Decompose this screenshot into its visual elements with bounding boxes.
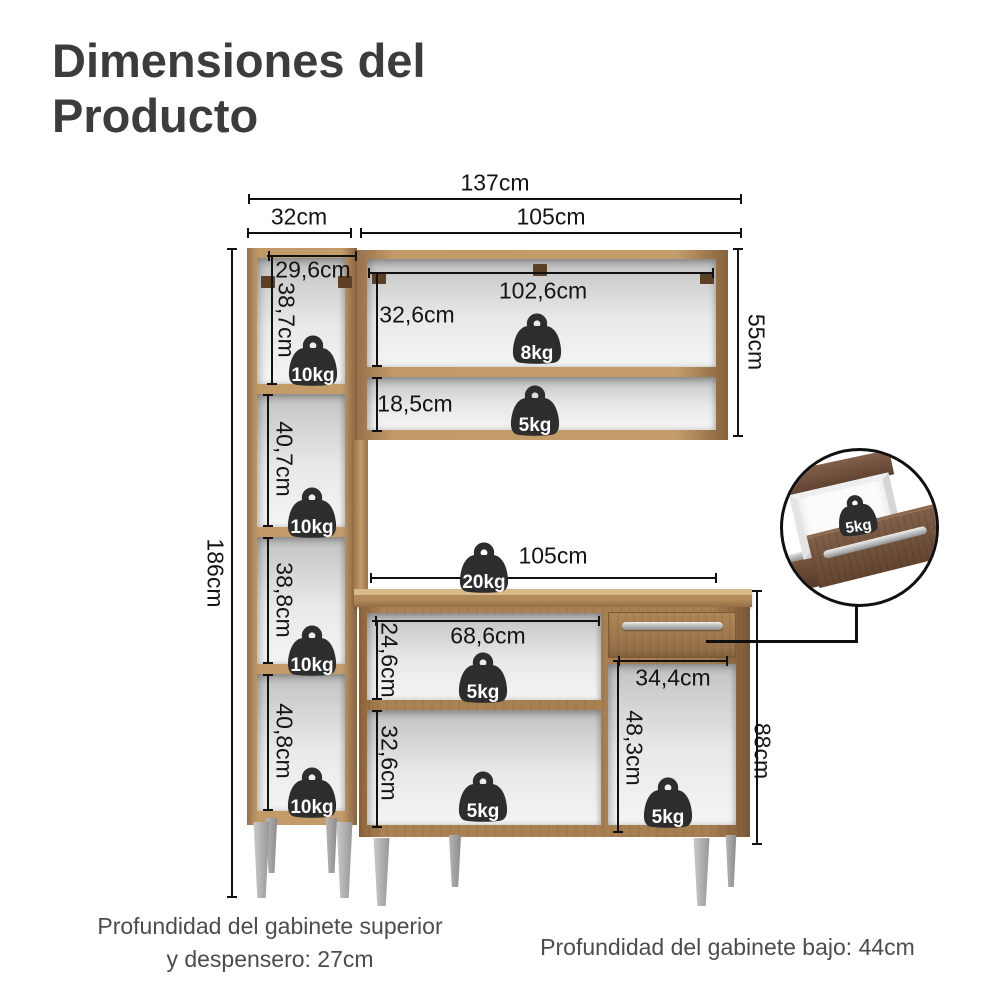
countertop — [354, 589, 752, 607]
dim-line-upper-width — [360, 228, 742, 238]
kettlebell-weight-icon — [287, 487, 337, 538]
cabinet-leg — [693, 838, 710, 906]
caption-upper-depth: Profundidad del gabinete superior y desp… — [97, 913, 443, 973]
inset-connector-line — [855, 598, 858, 643]
dim-line-upper-bottom-shelf — [372, 377, 382, 432]
weight-badge-pantry-3: 10kg — [283, 624, 341, 681]
cabinet-leg — [265, 818, 278, 873]
dim-line-upper-top-shelf — [372, 272, 382, 367]
hutch-side-panel — [352, 440, 368, 592]
dim-line-base-width — [370, 573, 717, 583]
weight-badge-upper-cabinet: 8kg — [508, 312, 566, 369]
kettlebell-weight-icon — [459, 542, 509, 593]
kettlebell-weight-icon — [510, 385, 560, 436]
hinge-mount-icon — [372, 272, 386, 284]
dim-label-pantry-inner-width: 29,6cm — [275, 256, 351, 283]
dim-line-drawer-bay-height — [613, 660, 623, 833]
dim-line-pantry-width — [247, 228, 352, 238]
dim-label-upper-top-shelf: 32,6cm — [379, 301, 455, 328]
drawer-front — [608, 612, 736, 658]
page-title: Dimensiones del Producto — [52, 34, 426, 142]
hinge-mount-icon — [533, 264, 547, 276]
drawer-handle — [622, 622, 723, 630]
cabinet-leg — [725, 835, 737, 887]
dim-line-upper-height — [733, 248, 743, 437]
weight-badge-base-shelf: 5kg — [454, 651, 512, 708]
dim-line-drawer-bay-width — [618, 656, 728, 666]
weight-badge-drawer-inset: 5kg — [831, 490, 884, 542]
dim-label-total-height: 186cm — [202, 538, 229, 608]
dim-label-base-bottom-shelf: 32,6cm — [376, 725, 403, 801]
dim-line-base-top-shelf — [372, 620, 382, 700]
hinge-mount-icon — [700, 272, 714, 284]
weight-badge-upper-shelf: 5kg — [506, 384, 564, 441]
weight-badge-pantry-2: 10kg — [283, 486, 341, 543]
cabinet-leg — [253, 822, 270, 898]
dim-label-drawer-bay-width: 34,4cm — [635, 664, 711, 691]
dim-label-upper-bottom-shelf: 18,5cm — [377, 390, 453, 417]
dim-label-upper-width: 105cm — [516, 203, 586, 230]
dim-label-pantry-width: 32cm — [270, 203, 328, 230]
dim-label-base-inner-width: 68,6cm — [450, 622, 526, 649]
base-cabinet — [359, 607, 750, 837]
dim-label-upper-inner-width: 102,6cm — [498, 277, 588, 304]
kettlebell-weight-icon — [287, 625, 337, 676]
weight-badge-countertop: 20kg — [455, 541, 513, 598]
dim-line-upper-inner-width — [368, 268, 714, 278]
cabinet-leg — [325, 818, 338, 873]
kettlebell-weight-icon — [288, 335, 338, 386]
cabinet-leg — [373, 838, 390, 906]
kettlebell-weight-icon — [839, 495, 878, 537]
dim-line-pantry-section-1 — [267, 255, 277, 385]
kettlebell-weight-icon — [512, 313, 562, 364]
dim-label-upper-height: 55cm — [743, 313, 770, 371]
hinge-mount-icon — [338, 276, 352, 288]
weight-badge-pantry-1: 10kg — [284, 334, 342, 391]
dim-label-base-height: 88cm — [749, 722, 776, 780]
weight-badge-base-bottom: 5kg — [454, 770, 512, 827]
kettlebell-weight-icon — [458, 652, 508, 703]
kettlebell-weight-icon — [643, 777, 693, 828]
dim-label-drawer-bay-height: 48,3cm — [621, 710, 648, 786]
dim-line-base-bottom-shelf — [372, 710, 382, 828]
dim-label-base-top-shelf: 24,6cm — [376, 622, 403, 698]
dim-line-pantry-section-2 — [263, 394, 273, 527]
dim-line-pantry-section-4 — [263, 674, 273, 811]
weight-badge-drawer-bay: 5kg — [639, 776, 697, 833]
inset-connector-line — [706, 640, 858, 643]
kettlebell-weight-icon — [287, 767, 337, 818]
kettlebell-weight-icon — [458, 771, 508, 822]
dim-label-total-width: 137cm — [460, 169, 530, 196]
caption-base-depth: Profundidad del gabinete bajo: 44cm — [540, 934, 915, 960]
dim-line-base-height — [752, 590, 762, 845]
dim-line-pantry-section-3 — [263, 537, 273, 664]
dim-label-base-width: 105cm — [518, 542, 588, 569]
dim-line-total-width — [248, 194, 742, 204]
dim-line-total-height — [227, 248, 237, 898]
weight-badge-pantry-4: 10kg — [283, 766, 341, 823]
cabinet-leg — [448, 835, 462, 887]
cabinet-leg — [336, 822, 353, 898]
